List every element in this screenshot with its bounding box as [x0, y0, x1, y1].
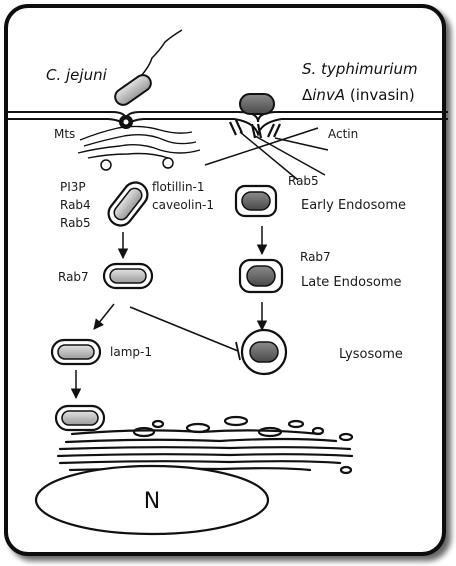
- cjejuni-vacuole-rab7: [102, 262, 154, 290]
- late-endosome: [238, 258, 284, 294]
- early-endosome: [234, 184, 278, 218]
- s-typhimurium-label: S. typhimurium: [302, 60, 418, 78]
- cjejuni-vacuole-perinuclear: [54, 404, 106, 432]
- arrow-to-lamp1-vacuole: [93, 303, 115, 330]
- early-endosome-label: Early Endosome: [301, 198, 406, 213]
- cjejuni-vacuole-lamp1: [50, 338, 102, 366]
- lysosome-label: Lysosome: [339, 347, 403, 362]
- rab5-label-right: Rab5: [288, 174, 319, 188]
- pi3p-label: PI3P: [60, 180, 86, 194]
- late-endosome-label: Late Endosome: [301, 275, 401, 290]
- rab4-label: Rab4: [60, 198, 91, 212]
- rab7-label-right: Rab7: [300, 250, 331, 264]
- flagellum: [134, 29, 183, 83]
- c-jejuni-entry-site: [119, 115, 133, 129]
- cell-frame: [4, 4, 446, 556]
- caveolin-label: caveolin-1: [152, 198, 214, 212]
- rab5-label-left: Rab5: [60, 216, 91, 230]
- c-jejuni-label: C. jejuni: [46, 66, 108, 84]
- nucleus: [34, 464, 270, 536]
- cjejuni-vacuole-early: [107, 181, 149, 227]
- microtubules: [77, 125, 201, 159]
- vesicle: [100, 159, 112, 171]
- lamp1-label: lamp-1: [110, 345, 152, 359]
- nucleus-label: N: [144, 489, 160, 514]
- actin-filaments: [204, 127, 329, 181]
- inhibition-to-lysosome: [129, 306, 239, 352]
- actin-label: Actin: [328, 127, 358, 141]
- rab7-label-left: Rab7: [58, 270, 89, 284]
- c-jejuni-bacterium: [114, 29, 183, 106]
- s-typhimurium-bacterium: [239, 93, 275, 115]
- vesicle: [162, 157, 174, 169]
- lysosome: [240, 328, 288, 376]
- inva-label: ΔinvA (invasin): [302, 86, 415, 104]
- actin-hashmarks: [229, 119, 281, 139]
- inhibition-bar: [235, 341, 241, 361]
- flotillin-label: flotillin-1: [152, 180, 205, 194]
- mts-label: Mts: [54, 127, 75, 141]
